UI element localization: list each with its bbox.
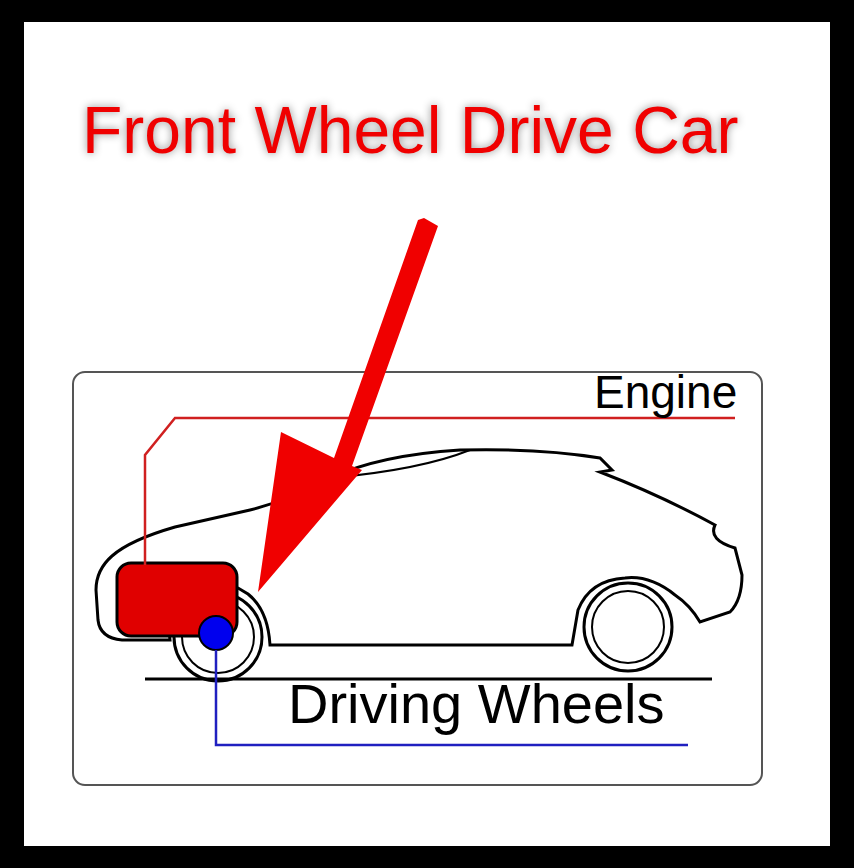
- rear-wheel: [584, 583, 672, 671]
- wheel-leader: [216, 650, 688, 745]
- inner-frame: [73, 372, 762, 785]
- drive-axle: [199, 616, 233, 650]
- title: Front Wheel Drive Car: [82, 97, 739, 163]
- engine-label: Engine: [594, 369, 737, 415]
- wheel-label: Driving Wheels: [288, 676, 665, 732]
- pointer-arrow: [258, 218, 438, 592]
- engine-leader: [145, 418, 735, 565]
- rear-rim: [592, 591, 664, 663]
- white-ground: [24, 22, 830, 846]
